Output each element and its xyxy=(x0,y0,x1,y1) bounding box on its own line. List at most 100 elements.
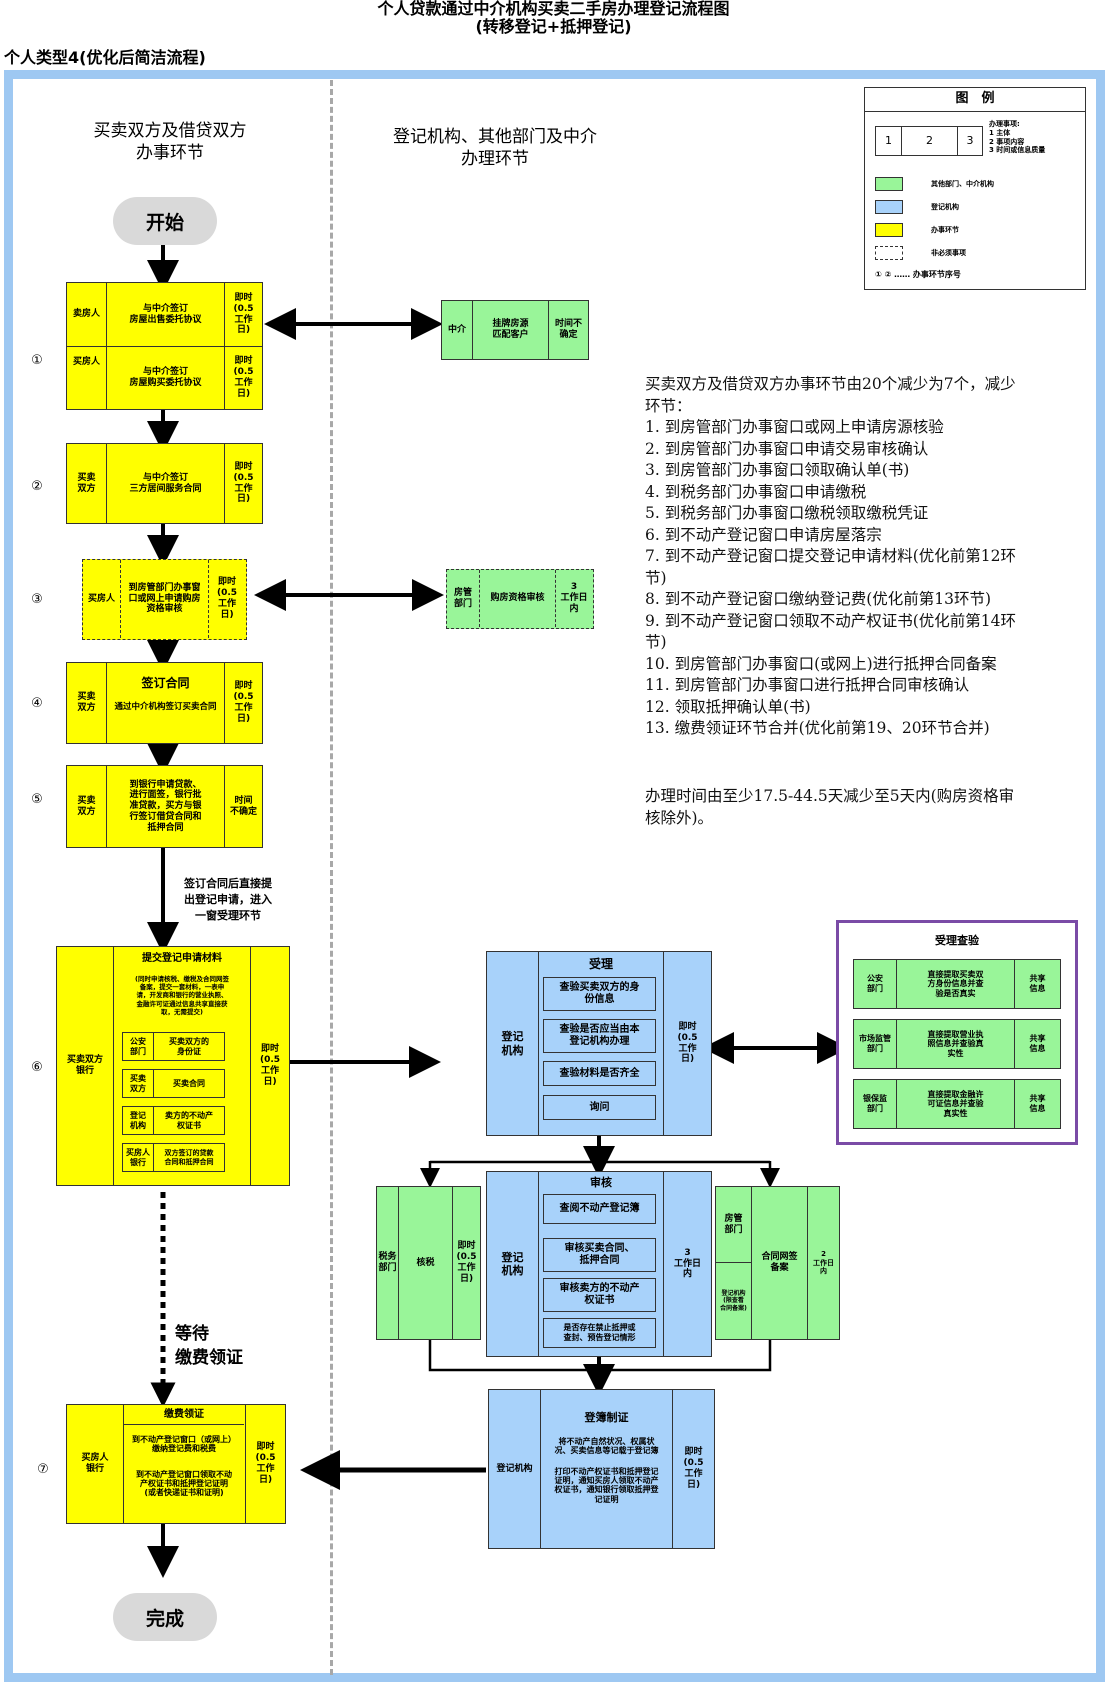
step4-box: 买卖 双方 签订合同 通过中介机构签订买卖合同 即时 (0.5 工作 日) xyxy=(66,662,263,744)
verify-row-1-tag: 共享 信息 xyxy=(1029,974,1046,993)
contract-filing-time: 2 工作日 内 xyxy=(813,1250,834,1276)
register-box: 登记机构 登簿制证 将不动产自然状况、权属状 况、买卖信息等记载于登记簿 打印不… xyxy=(488,1389,715,1549)
summary-item-12: 12. 领取抵押确认单(书) xyxy=(645,697,811,716)
verify-row-2-who: 市场监管 部门 xyxy=(854,1020,897,1068)
legend-label-green: 其他部门、中介机构 xyxy=(931,180,994,188)
doc-row-4-what: 双方签订的贷款 合同和抵押合同 xyxy=(164,1149,214,1166)
step-number-1: ① xyxy=(31,353,43,368)
register-content2: 打印不动产权证书和抵押登记 证明，通知买房人领取不动产 权证书，通知银行领取抵押… xyxy=(554,1467,659,1504)
housing-check-box: 房管 部门 购房资格审核 3 工作日 内 xyxy=(446,569,594,629)
step5-box: 买卖 双方 到银行申请贷款、 进行面签，银行批 准贷款，买方与银 行签订借贷合同… xyxy=(66,765,263,848)
step5-time: 时间 不确定 xyxy=(229,795,257,817)
doc-row-1-what: 买卖双方的 身份证 xyxy=(169,1036,209,1056)
step6-content: 提交登记申请材料 (同时申请核税、缴税及合同网签 备案，提交一套材料，一表申 请… xyxy=(114,947,251,1185)
step4-content-text: 通过中介机构签订买卖合同 xyxy=(114,701,217,712)
step-number-6: ⑥ xyxy=(31,1060,43,1075)
summary-item-6: 6. 到不动产登记窗口申请房屋落宗 xyxy=(645,525,882,544)
register-content: 登簿制证 将不动产自然状况、权属状 况、买卖信息等记载于登记簿 打印不动产权证书… xyxy=(541,1390,673,1548)
step6-desc: (同时申请核税、缴税及合同网签 备案，提交一套材料，一表申 请，开发商和银行的营… xyxy=(135,974,229,1017)
tax-box: 税务 部门 核税 即时 (0.5 工作 日) xyxy=(376,1186,481,1340)
title-line-2: (转移登记+抵押登记) xyxy=(475,17,632,37)
step4-time: 即时 (0.5 工作 日) xyxy=(233,681,254,724)
review-item-4: 是否存在禁止抵押或 查封、预告登记情形 xyxy=(543,1318,656,1348)
step6-actor: 买卖双方 银行 xyxy=(57,947,114,1185)
summary-item-4: 4. 到税务部门办事窗口申请缴税 xyxy=(645,482,867,501)
legend-swatch-blue xyxy=(875,200,903,214)
step-number-5: ⑤ xyxy=(31,792,43,807)
register-time: 即时 (0.5 工作 日) xyxy=(683,1447,704,1490)
register-content1: 将不动产自然状况、权属状 况、买卖信息等记载于登记簿 xyxy=(554,1436,659,1455)
step1-row2-actor: 买房人 xyxy=(67,347,107,409)
contract-filing-content: 合同网签 备案 xyxy=(752,1187,808,1339)
review-item-1: 查阅不动产登记簿 xyxy=(543,1194,656,1224)
summary-block: 买卖双方及借贷双方办事环节由20个减少为7个，减少 环节： 1. 到房管部门办事… xyxy=(645,374,1075,740)
wait-label: 等待 缴费领证 xyxy=(175,1324,243,1368)
summary-item-13: 13. 缴费领证环节合并(优化前第19、20环节合并) xyxy=(645,719,990,737)
title-line-1: 个人贷款通过中介机构买卖二手房办理登记流程图 xyxy=(377,0,730,18)
step3-content: 到房管部门办事窗 口或网上申请购房 资格审核 xyxy=(121,560,209,638)
summary-item-2: 2. 到房管部门办事窗口申请交易审核确认 xyxy=(645,439,929,458)
tax-actor: 税务 部门 xyxy=(377,1187,399,1339)
legend-sample-cell-1: 1 xyxy=(876,127,902,155)
doc-row-1-who: 公安 部门 xyxy=(123,1033,154,1060)
end-node: 完成 xyxy=(113,1593,217,1641)
accept-item-3: 查验材料是否齐全 xyxy=(543,1061,656,1086)
accept-item-1: 查验买卖双方的身 份信息 xyxy=(543,977,656,1011)
column-header-right: 登记机构、其他部门及中介 办理环节 xyxy=(393,127,597,169)
step2-content: 与中介签订 三方居间服务合同 xyxy=(107,444,225,523)
verify-row-2-what: 直接提取营业执 照信息并查验真 实性 xyxy=(897,1020,1015,1068)
doc-row-4: 买房人 银行 双方签订的贷款 合同和抵押合同 xyxy=(122,1143,225,1172)
step4-content: 签订合同 通过中介机构签订买卖合同 xyxy=(107,663,225,743)
step2-time: 即时 (0.5 工作 日) xyxy=(233,461,254,505)
step6-time: 即时 (0.5 工作 日) xyxy=(259,1044,281,1087)
doc-row-3-what: 卖方的不动产 权证书 xyxy=(165,1110,213,1130)
accept-actor: 登记 机构 xyxy=(487,952,539,1135)
review-title: 审核 xyxy=(590,1176,612,1189)
legend-sample-box: 1 2 3 xyxy=(875,126,983,156)
summary-time-note: 办理时间由至少17.5-44.5天减少至5天内(购房资格审 核除外)。 xyxy=(645,787,1015,827)
doc-row-2-who: 买卖 双方 xyxy=(123,1070,154,1097)
subtitle: 个人类型4(优化后简洁流程) xyxy=(4,48,206,67)
step2-actor: 买卖 双方 xyxy=(67,444,107,523)
step1-box: 卖房人 与中介签订 房屋出售委托协议 即时 (0.5 工作 日) 买房人 与中介… xyxy=(66,282,263,410)
legend-title: 图 例 xyxy=(865,88,1085,112)
legend-label-dashed: 非必须事项 xyxy=(931,249,966,257)
step7-content: 缴费领证 到不动产登记窗口（或网上） 缴纳登记费和税费 到不动产登记窗口领取不动… xyxy=(124,1405,246,1523)
verify-row-1-what: 直接提取买卖双 方身份信息并查 验是否真实 xyxy=(897,960,1015,1008)
review-item-3: 审核卖方的不动产 权证书 xyxy=(543,1278,656,1312)
accept-content: 受理 查验买卖双方的身 份信息 查验是否应当由本 登记机构办理 查验材料是否齐全… xyxy=(539,952,664,1135)
legend-label-yellow: 办事环节 xyxy=(931,226,959,234)
summary-item-7: 7. 到不动产登记窗口提交登记申请材料(优化前第12环 节) xyxy=(645,547,1016,587)
tax-time: 即时 (0.5 工作 日) xyxy=(456,1241,477,1284)
step-number-4: ④ xyxy=(31,696,43,711)
agency-content: 挂牌房源 匹配客户 xyxy=(473,301,549,359)
verify-row-2: 市场监管 部门 直接提取营业执 照信息并查验真 实性 共享 信息 xyxy=(853,1019,1061,1069)
step3-actor: 买房人 xyxy=(83,560,121,638)
verify-row-1-who: 公安 部门 xyxy=(854,960,897,1008)
step5-actor: 买卖 双方 xyxy=(67,766,107,847)
step4-actor: 买卖 双方 xyxy=(67,663,107,743)
step3-time: 即时 (0.5 工作 日) xyxy=(216,577,238,620)
housing-check-content: 购房资格审核 xyxy=(480,570,556,627)
agency-box: 中介 挂牌房源 匹配客户 时间不 确定 xyxy=(441,300,589,360)
doc-row-3-who: 登记 机构 xyxy=(123,1107,154,1134)
step-number-7: ⑦ xyxy=(37,1462,49,1477)
step7-actor: 买房人 银行 xyxy=(67,1405,124,1523)
step7-title: 缴费领证 xyxy=(124,1405,244,1425)
register-title: 登簿制证 xyxy=(584,1411,629,1424)
step3-box: 买房人 到房管部门办事窗 口或网上申请购房 资格审核 即时 (0.5 工作 日) xyxy=(82,559,247,640)
start-node: 开始 xyxy=(113,197,217,245)
verify-title: 受理查验 xyxy=(935,934,979,947)
legend-swatch-yellow xyxy=(875,223,903,237)
verify-box: 受理查验 公安 部门 直接提取买卖双 方身份信息并查 验是否真实 共享 信息 市… xyxy=(836,920,1078,1145)
step-number-2: ② xyxy=(31,479,43,494)
step-number-3: ③ xyxy=(31,592,43,607)
accept-item-2: 查验是否应当由本 登记机构办理 xyxy=(543,1019,656,1053)
summary-item-9: 9. 到不动产登记窗口领取不动产权证书(优化前第14环 节) xyxy=(645,611,1016,652)
tax-content: 核税 xyxy=(399,1187,453,1339)
summary-item-1: 1. 到房管部门办事窗口或网上申请房源核验 xyxy=(645,418,944,436)
summary-intro: 买卖双方及借贷双方办事环节由20个减少为7个，减少 环节： xyxy=(645,375,1016,415)
register-actor: 登记机构 xyxy=(489,1390,541,1548)
housing-check-actor: 房管 部门 xyxy=(447,570,480,627)
review-actor: 登记 机构 xyxy=(487,1172,539,1356)
